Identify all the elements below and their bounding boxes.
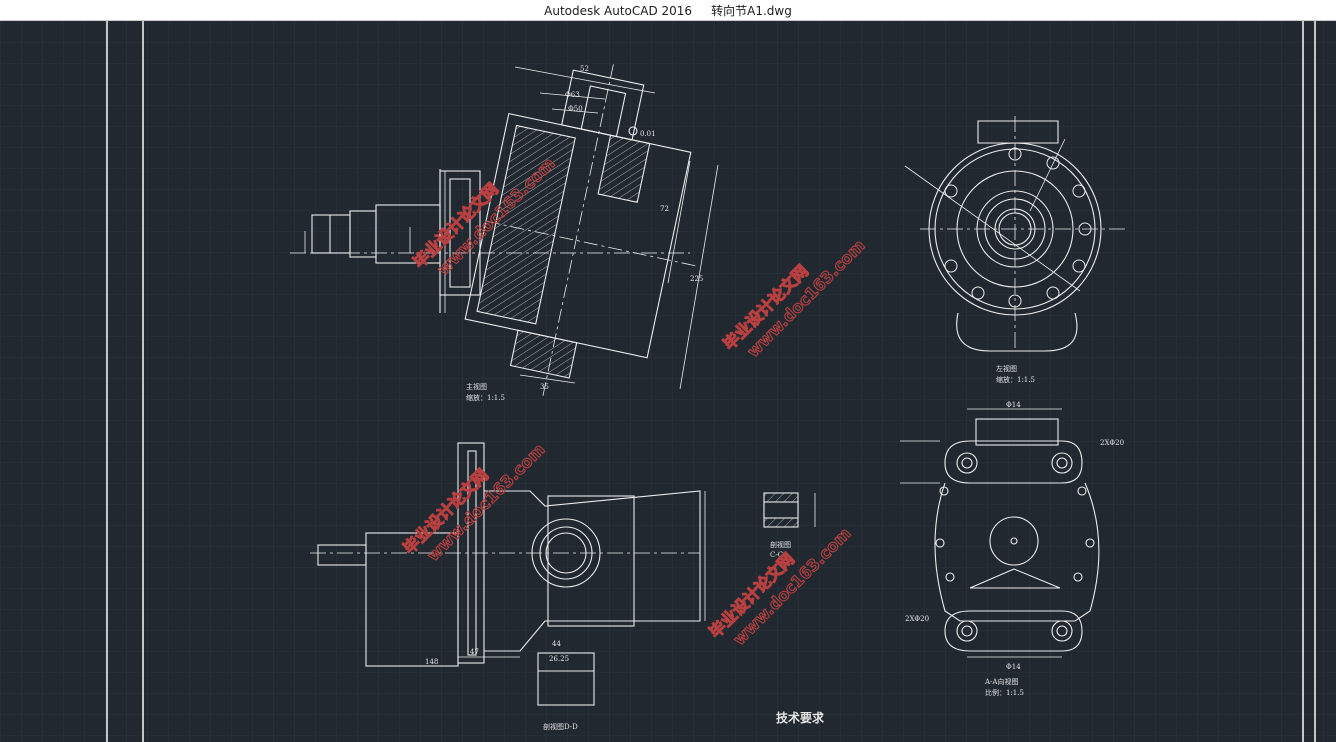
svg-text:47: 47 <box>470 648 479 656</box>
left-view[interactable] <box>904 116 1128 352</box>
left-view-scale: 缩放：1:1.5 <box>996 375 1035 384</box>
drawing-svg[interactable]: 52 Φ63 Φ50 0.01 225 72 35 主视图 缩放：1:1.5 <box>0 21 1336 742</box>
front-view[interactable] <box>290 45 733 422</box>
grid-background <box>0 21 1336 742</box>
section-c-sub: C-C <box>770 551 783 559</box>
svg-text:Φ14: Φ14 <box>1006 663 1021 671</box>
window-title: Autodesk AutoCAD 2016 转向节A1.dwg <box>0 2 1336 19</box>
svg-text:35: 35 <box>540 383 549 391</box>
svg-text:0.01: 0.01 <box>640 130 656 138</box>
section-c-view[interactable] <box>763 492 816 528</box>
view-a-dimension-text: Φ14 Φ14 2XΦ20 2XΦ20 <box>905 401 1124 671</box>
svg-text:225: 225 <box>690 275 703 283</box>
section-d-view[interactable] <box>310 442 706 706</box>
section-d-dimension-text: 148 47 44 26.25 <box>425 640 569 666</box>
view-a-scale: 比例：1:1.5 <box>985 688 1024 697</box>
tech-requirements-heading: 技术要求 <box>776 710 825 725</box>
app-title: Autodesk AutoCAD 2016 <box>544 4 693 18</box>
drawing-canvas[interactable]: 52 Φ63 Φ50 0.01 225 72 35 主视图 缩放：1:1.5 <box>0 21 1336 742</box>
front-view-dimension-text: 52 Φ63 Φ50 0.01 225 72 35 <box>540 65 703 391</box>
center-boss <box>989 516 1039 566</box>
front-view-scale: 缩放：1:1.5 <box>466 393 505 402</box>
section-c-title: 剖视图 <box>770 540 791 549</box>
view-a[interactable] <box>900 408 1100 658</box>
front-view-title: 主视图 <box>466 382 487 391</box>
svg-text:Φ14: Φ14 <box>1006 401 1021 409</box>
svg-text:72: 72 <box>660 205 669 213</box>
file-name: 转向节A1.dwg <box>711 4 792 18</box>
svg-text:26.25: 26.25 <box>549 655 569 663</box>
window-titlebar: Autodesk AutoCAD 2016 转向节A1.dwg <box>0 0 1336 21</box>
drawing-frame <box>106 21 1316 742</box>
svg-text:Φ50: Φ50 <box>568 105 583 113</box>
svg-text:2XΦ20: 2XΦ20 <box>905 615 929 623</box>
view-a-title: A-A向视图 <box>984 677 1018 686</box>
left-view-title: 左视图 <box>996 364 1017 373</box>
svg-text:148: 148 <box>425 658 438 666</box>
section-d-title: 剖视图D-D <box>543 722 578 731</box>
svg-text:52: 52 <box>580 65 589 73</box>
svg-text:Φ63: Φ63 <box>565 91 580 99</box>
svg-text:44: 44 <box>552 640 561 648</box>
svg-text:2XΦ20: 2XΦ20 <box>1100 439 1124 447</box>
